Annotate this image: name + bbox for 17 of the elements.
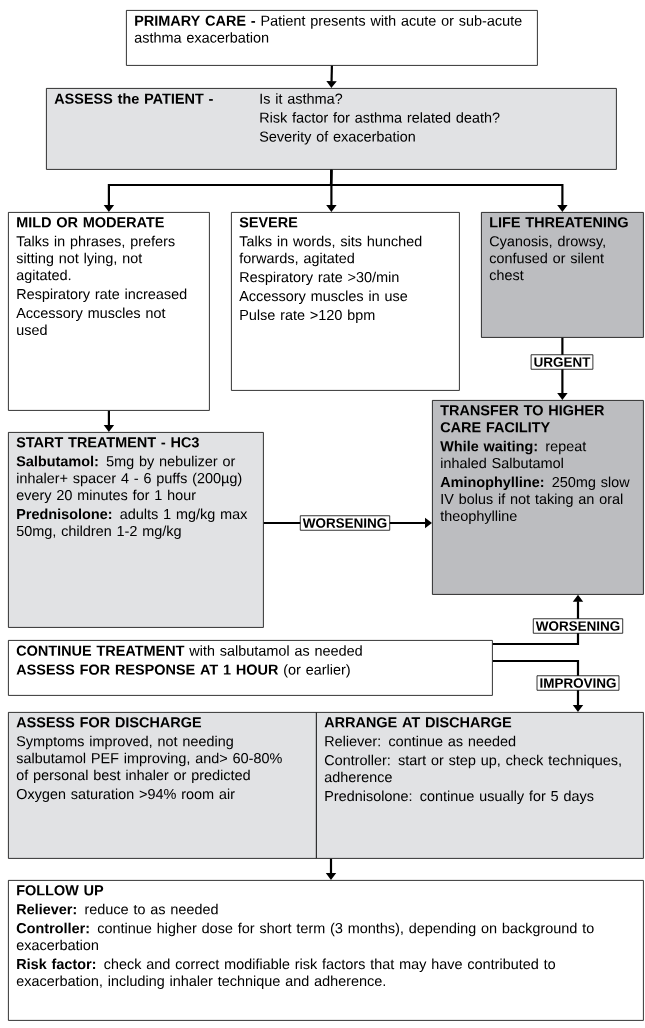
severity-box: SEVERE Talks in words, sits hunched forwards, agitated Respiratory rate >30/min Accessory muscles in use Pulse rate >120 bpm [231, 212, 460, 391]
edge-label: URGENT [530, 354, 594, 370]
severity-box: LIFE THREATENING Cyanosis, drowsy, confused or silent chest [481, 212, 644, 338]
edge-label: WORSENING [532, 618, 624, 634]
arrow [492, 659, 584, 712]
process-box: CONTINUE TREATMENT with salbutamol as needed ASSESS FOR RESPONSE AT 1 HOUR (or earlier) [8, 640, 493, 696]
edge-label: WORSENING [299, 515, 391, 531]
assessment-box: ASSESS the PATIENT - Is it asthma? Risk factor for asthma related death? Severity of exacerbation [46, 88, 617, 170]
discharge-box: ARRANGE AT DISCHARGE Reliever: continue as needed Controller: start or step up, check techniques, adherence Prednisolone: continue usually for 5 days [316, 712, 644, 859]
treatment-box: START TREATMENT - HC3 Salbutamol: 5mg by nebulizer or inhaler+ spacer 4 - 6 puffs (200µg) every 20 minutes for 1 hour Prednisolone: adults 1 mg/kg max 50mg, children 1-2 mg/kg [8, 432, 264, 628]
process-box: PRIMARY CARE - Patient presents with acute or sub-acute asthma exacerbation [126, 10, 538, 66]
severity-box: MILD OR MODERATE Talks in phrases, prefers sitting not lying, not agitated. Respiratory rate increased Accessory muscles not used [8, 212, 210, 411]
transfer-box: TRANSFER TO HIGHER CARE FACILITY While waiting: repeat inhaled Salbutamol Aminophylline: 250mg slow IV bolus if not taking an oral theophylline [432, 400, 644, 595]
edge-label: IMPROVING [536, 675, 620, 691]
arrow [329, 169, 568, 212]
discharge-box: ASSESS FOR DISCHARGE Symptoms improved, not needing salbutamol PEF improving, and> 60-80% of personal best inhaler or predicted Oxygen saturation >94% room air [8, 712, 317, 859]
follow-up-box: FOLLOW UP Reliever: reduce to as needed Controller: continue higher dose for short term (3 months), depending on background to exacerbation Risk factor: check and correct modifiable risk factors that may have contributed to exacerbation, including inhaler technique and adherence. [8, 880, 644, 1021]
